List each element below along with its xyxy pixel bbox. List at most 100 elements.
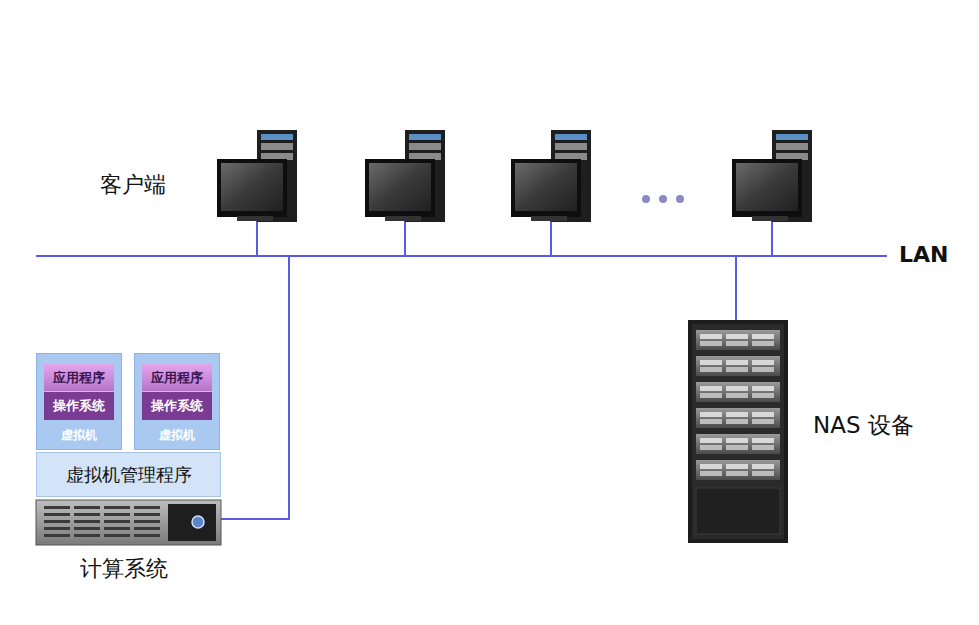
network-label: LAN [899, 242, 948, 267]
vent-slot [104, 527, 130, 530]
pc-bay [776, 143, 808, 150]
drive-slot [752, 419, 774, 424]
hypervisor-band: 虚拟机管理程序 [36, 452, 221, 497]
drive-unit [696, 330, 780, 350]
lan-link [550, 218, 552, 256]
layer-box: 应用程序 [44, 364, 114, 391]
drive-slot [700, 386, 722, 391]
layer-box: 操作系统 [44, 392, 114, 420]
drive-slot [700, 360, 722, 365]
drive-slot [752, 464, 774, 469]
drive-slot [726, 367, 748, 372]
drive-slot [726, 386, 748, 391]
node-text: 应用程序 [53, 369, 105, 387]
drive-unit [696, 434, 780, 454]
pc-stand [237, 216, 273, 221]
vent-slot [104, 534, 130, 537]
pc-bay [261, 153, 293, 160]
drive-slot [726, 419, 748, 424]
pc-bay [555, 143, 587, 150]
vm-box: 虚拟机 应用程序操作系统 [36, 353, 122, 450]
server-chassis [36, 500, 221, 545]
drive-slot [752, 334, 774, 339]
drive-slot [726, 360, 748, 365]
drive-slot [752, 393, 774, 398]
node-text: 操作系统 [53, 397, 105, 415]
nas-rack [688, 320, 788, 543]
pc-monitor [217, 159, 287, 217]
pc-screen [736, 163, 798, 211]
vent-slot [74, 513, 100, 516]
drive-slot [752, 445, 774, 450]
vent-slot [44, 527, 70, 530]
drive-slot [700, 334, 722, 339]
drive-unit [696, 408, 780, 428]
vent-slot [134, 506, 160, 509]
vent-slot [74, 506, 100, 509]
pc-bay [555, 134, 587, 140]
vent-slot [74, 520, 100, 523]
node-text: 虚拟机 [135, 427, 219, 444]
drive-slot [752, 438, 774, 443]
lan-link [221, 256, 289, 519]
lan-link [404, 218, 406, 256]
lan-link [771, 218, 773, 256]
pc-monitor [365, 159, 435, 217]
pc-screen [515, 163, 577, 211]
drive-slot [700, 419, 722, 424]
pc-bay [409, 134, 441, 140]
ellipsis-dot [642, 195, 650, 203]
pc-bay [261, 143, 293, 150]
vent-slot [74, 527, 100, 530]
pc-monitor [511, 159, 581, 217]
pc-stand [385, 216, 421, 221]
node-text: 虚拟机 [37, 427, 121, 444]
drive-slot [700, 341, 722, 346]
vent-slot [44, 520, 70, 523]
client-pc [365, 130, 445, 256]
device-label: NAS 设备 [813, 410, 914, 441]
group-label: 客户端 [100, 170, 166, 200]
layer-box: 操作系统 [142, 392, 212, 420]
ellipsis-dot [659, 195, 667, 203]
client-pc [732, 130, 812, 256]
vent-slot [134, 527, 160, 530]
drive-unit [696, 356, 780, 376]
vent-slot [134, 534, 160, 537]
pc-screen [221, 163, 283, 211]
vent-slot [134, 513, 160, 516]
drive-slot [752, 386, 774, 391]
pc-bay [409, 143, 441, 150]
rack-panel [696, 488, 780, 534]
drive-slot [726, 445, 748, 450]
pc-bay [409, 153, 441, 160]
pc-stand [752, 216, 788, 221]
lan-link [735, 256, 737, 320]
drive-slot [752, 471, 774, 476]
lan-link [256, 218, 258, 256]
client-pc [511, 130, 591, 256]
vent-slot [44, 513, 70, 516]
drive-slot [726, 334, 748, 339]
vent-slot [104, 520, 130, 523]
vent-slot [44, 534, 70, 537]
drive-unit [696, 382, 780, 402]
drive-slot [700, 367, 722, 372]
lan-bus [36, 255, 887, 257]
node-text: 应用程序 [151, 369, 203, 387]
drive-slot [700, 445, 722, 450]
vm-box: 虚拟机 应用程序操作系统 [134, 353, 220, 450]
ellipsis-dot [676, 195, 684, 203]
system-label: 计算系统 [80, 554, 168, 584]
drive-slot [700, 471, 722, 476]
pc-bay [776, 134, 808, 140]
pc-monitor [732, 159, 802, 217]
vent-slot [44, 506, 70, 509]
drive-slot [700, 393, 722, 398]
drive-slot [752, 367, 774, 372]
drive-slot [700, 464, 722, 469]
node-text: 虚拟机管理程序 [66, 463, 192, 487]
vent-slot [104, 513, 130, 516]
pc-screen [369, 163, 431, 211]
